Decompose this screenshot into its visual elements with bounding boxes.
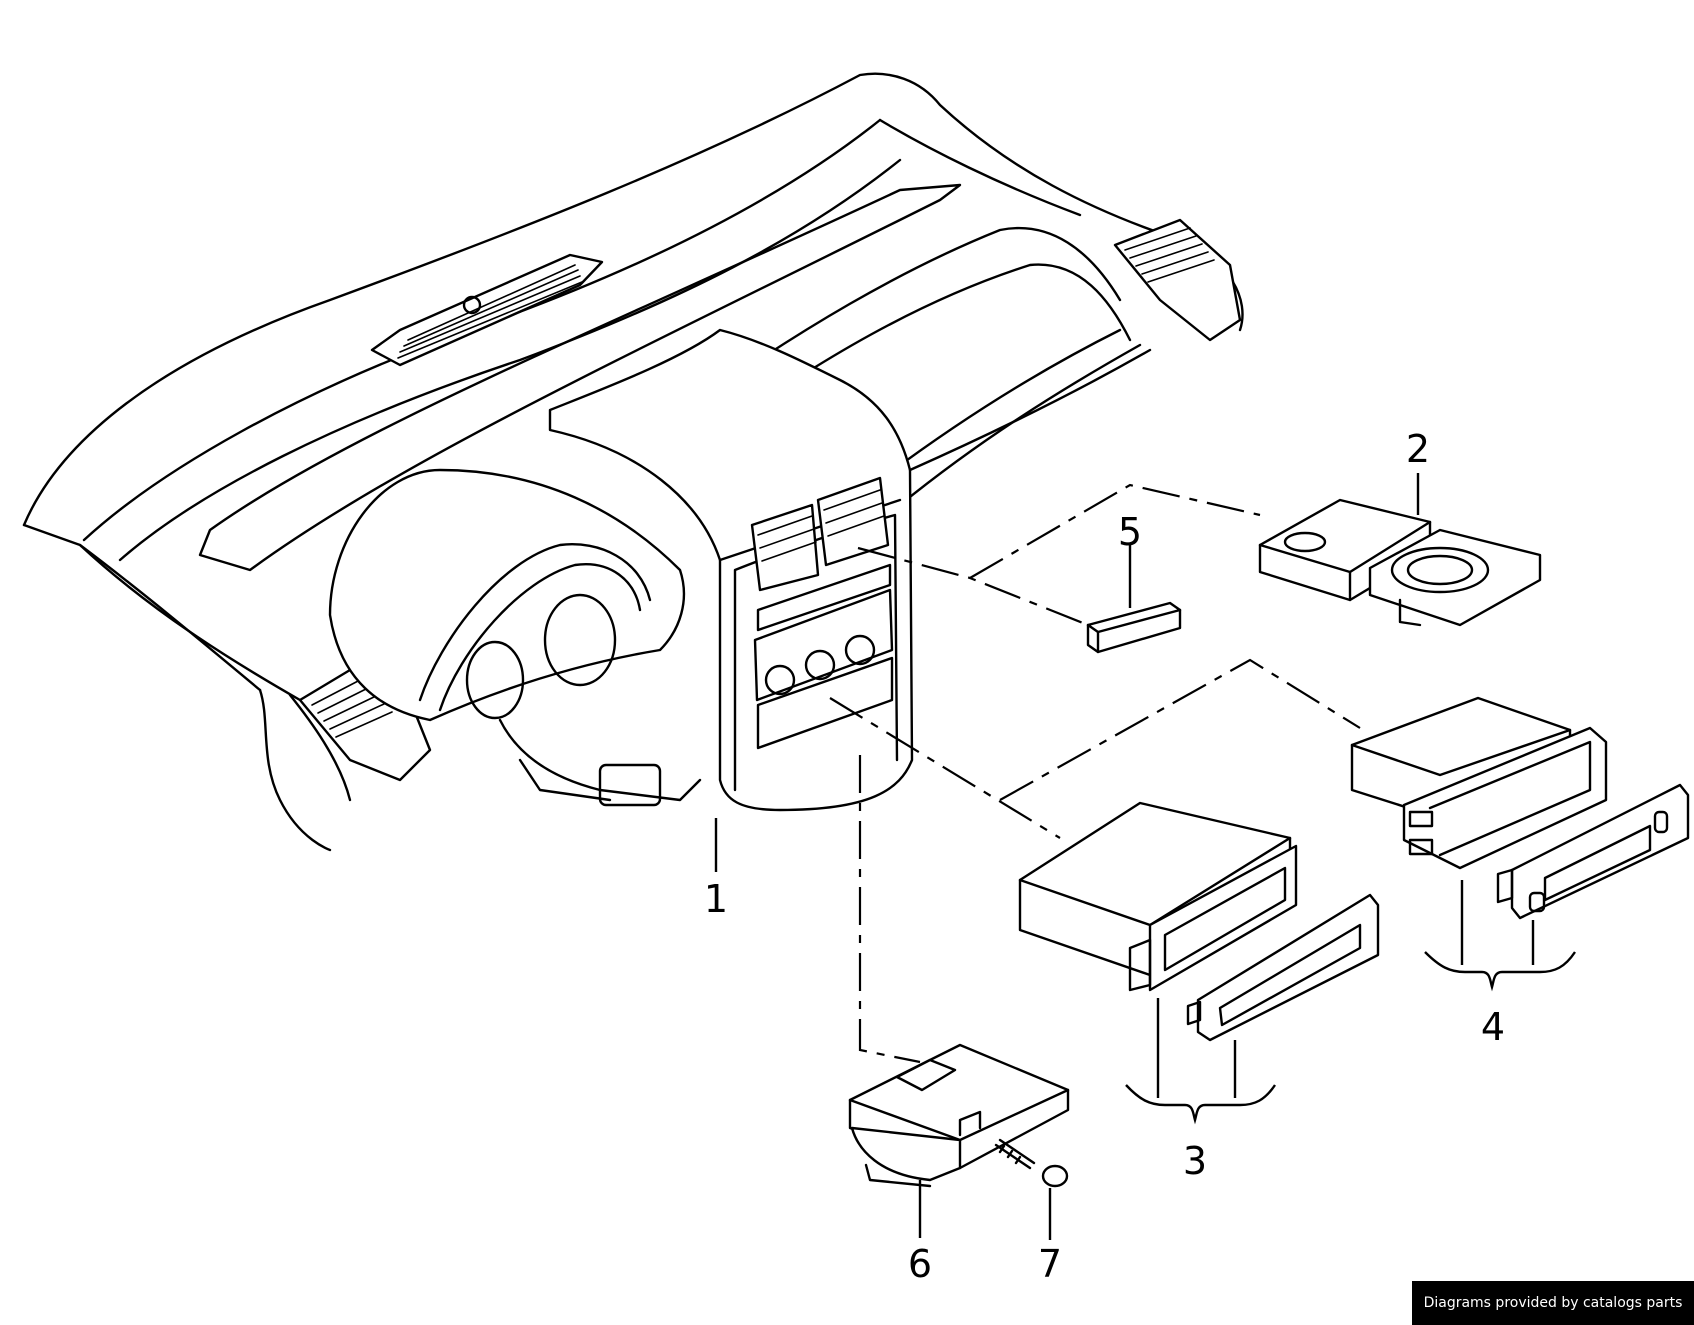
callout-5: 5: [1118, 510, 1142, 554]
part-5-clip: [1086, 601, 1182, 654]
callout-4: 4: [1481, 1005, 1505, 1049]
part-6-tray: [848, 1043, 1070, 1188]
callout-7: 7: [1038, 1242, 1062, 1286]
credit-banner: Diagrams provided by catalogs parts: [1412, 1281, 1694, 1325]
callout-6: 6: [908, 1242, 932, 1286]
part-7-screw: [994, 1138, 1069, 1188]
callouts: 1 2 3 4 5 6 7: [704, 427, 1505, 1286]
part-4-storage-box: [1350, 696, 1690, 920]
part-3-storage-box: [1018, 801, 1380, 1042]
leader-lines: [714, 473, 1576, 1240]
callout-3: 3: [1183, 1139, 1207, 1183]
relation-lines: [829, 483, 1361, 1064]
callout-2: 2: [1406, 427, 1430, 471]
part-2-cup-holder: [1258, 498, 1542, 627]
dashboard-assembly: [22, 72, 1244, 852]
callout-1: 1: [704, 877, 728, 921]
